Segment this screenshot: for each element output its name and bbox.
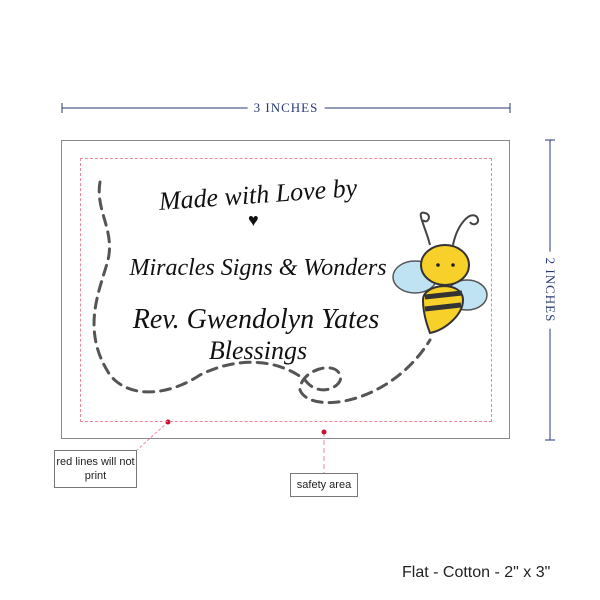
width-label: 3 INCHES [247, 100, 325, 116]
red-lines-leader [136, 421, 169, 451]
red-dot [165, 419, 171, 425]
red-lines-label: red lines will not print [54, 450, 137, 488]
safety-dot [321, 429, 327, 435]
card-line-2: Miracles Signs & Wonders [129, 255, 387, 281]
bee-icon [392, 211, 488, 335]
height-label: 2 INCHES [542, 251, 558, 329]
card-line-4: Blessings [208, 336, 308, 365]
safety-area-label: safety area [290, 473, 358, 497]
dashed-flight-path [92, 180, 432, 404]
card-line-3: Rev. Gwendolyn Yates [132, 304, 380, 335]
safety-area-outline [80, 158, 492, 422]
heart-icon: ♥ [248, 210, 259, 230]
card-trim-outline [61, 140, 510, 439]
product-description: Flat - Cotton - 2" x 3" [402, 564, 551, 581]
